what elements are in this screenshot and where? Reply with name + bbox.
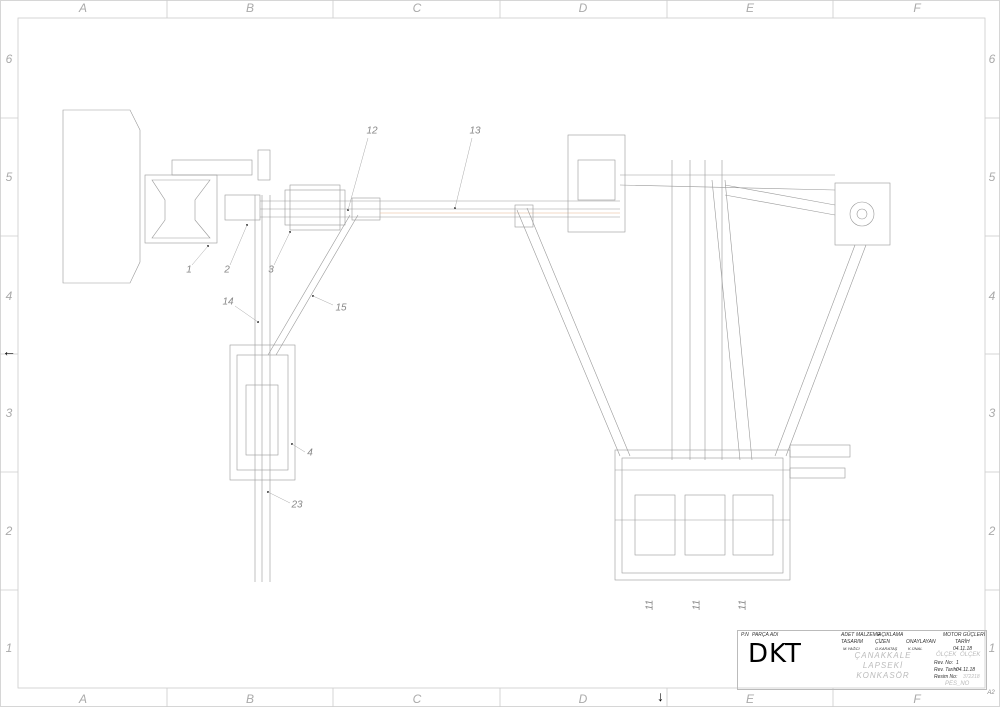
title-block: P.N PARÇA ADI ADET MALZEME AÇIKLAMA MOTO… <box>737 630 987 690</box>
qty-label: ADET <box>841 632 855 638</box>
conveyor-13 <box>260 197 620 221</box>
arrow-left-icon: ← <box>2 343 16 359</box>
stockpile-outline <box>62 109 141 284</box>
row-label: 1 <box>988 641 996 655</box>
column-label: F <box>913 1 921 15</box>
crusher-2-3 <box>224 184 346 231</box>
row-label: 5 <box>5 170 13 184</box>
company-logo: DKT <box>748 639 802 669</box>
conveyor-to-crusher <box>724 184 836 216</box>
row-label: 3 <box>988 406 996 420</box>
part-label: 11 <box>691 599 703 611</box>
part-label: 15 <box>335 302 347 314</box>
description-label: AÇIKLAMA <box>878 632 904 638</box>
drawing-no-label: Resim No: <box>934 674 958 680</box>
drafter: G.KARATAŞ <box>875 646 898 651</box>
part-label: 23 <box>291 499 303 511</box>
column-label: E <box>745 1 755 15</box>
designer: M.YAĞCI <box>843 646 860 651</box>
pes-no: PES_NO <box>945 681 970 687</box>
screen-4 <box>229 344 296 481</box>
feeder-1 <box>144 149 271 244</box>
part-name-label: PARÇA ADI <box>752 632 779 638</box>
column-label: C <box>412 692 422 706</box>
drawing-frame <box>17 17 986 689</box>
row-label: 3 <box>5 406 13 420</box>
row-label: 6 <box>988 52 996 66</box>
part-label: 3 <box>268 264 274 276</box>
scale-label: ÖLÇEK <box>936 652 957 658</box>
project-line: KONKASÖR <box>856 671 910 680</box>
rev-date-label: Rev. Tarihi: <box>934 667 959 673</box>
project-line: ÇANAKKALE <box>854 651 912 660</box>
row-label: 4 <box>5 289 13 303</box>
sheet-size: A2 <box>987 690 995 696</box>
row-label: 6 <box>5 52 13 66</box>
drawing-no: 372218 <box>963 674 980 680</box>
row-label: 2 <box>5 524 13 538</box>
pn-label: P.N <box>741 632 749 638</box>
rev-no: 1 <box>956 660 959 666</box>
diagonal-conveyor-right <box>774 244 867 457</box>
project-line: LAPSEKİ <box>862 661 904 670</box>
part-label: 4 <box>307 447 313 459</box>
design-label: TASARIM <box>841 639 863 645</box>
column-label: B <box>245 1 255 15</box>
part-label: 14 <box>222 296 234 308</box>
vertical-conveyors <box>619 160 836 461</box>
column-label: E <box>745 692 755 706</box>
project-name: ÇANAKKALE LAPSEKİ KONKASÖR <box>843 651 923 681</box>
column-label: D <box>578 1 588 15</box>
drawn-label: ÇİZEN <box>875 639 890 645</box>
row-label: 1 <box>5 641 13 655</box>
screen-unit-top <box>567 134 626 233</box>
screening-plant <box>614 444 851 581</box>
conveyor-15 <box>267 214 359 356</box>
column-label: D <box>578 692 588 706</box>
conveyor-14 <box>254 195 271 582</box>
row-label: 5 <box>988 170 996 184</box>
part-label: 11 <box>737 599 749 611</box>
part-label: 1 <box>186 264 192 276</box>
column-label: A <box>78 1 88 15</box>
part-label: 12 <box>366 125 378 137</box>
column-label: F <box>913 692 921 706</box>
scale-value: ÖLÇEK <box>960 652 981 658</box>
arrow-down-icon: ↓ <box>657 688 664 704</box>
rev-no-label: Rev. No: <box>934 660 954 666</box>
rev-date: 04.11.18 <box>956 667 976 673</box>
cone-crusher <box>834 182 891 246</box>
leader-dots <box>207 207 456 493</box>
approver: K.ÜNAL <box>908 646 923 651</box>
column-label: A <box>78 692 88 706</box>
row-label: 2 <box>988 524 996 538</box>
leaders <box>191 137 473 504</box>
row-label: 4 <box>988 289 996 303</box>
date: 04.11.18 <box>953 646 973 652</box>
material-label: MALZEME <box>856 632 881 638</box>
approved-label: ONAYLAYAN <box>906 639 936 645</box>
motor-label: MOTOR GÜÇLERİ <box>943 632 986 638</box>
part-label: 13 <box>469 125 481 137</box>
column-label: B <box>245 692 255 706</box>
column-label: C <box>412 1 422 15</box>
date-label: TARİH <box>955 639 970 645</box>
part-label: 2 <box>224 264 230 276</box>
part-label: 11 <box>644 599 656 611</box>
diagonal-conveyor-left <box>514 204 631 457</box>
